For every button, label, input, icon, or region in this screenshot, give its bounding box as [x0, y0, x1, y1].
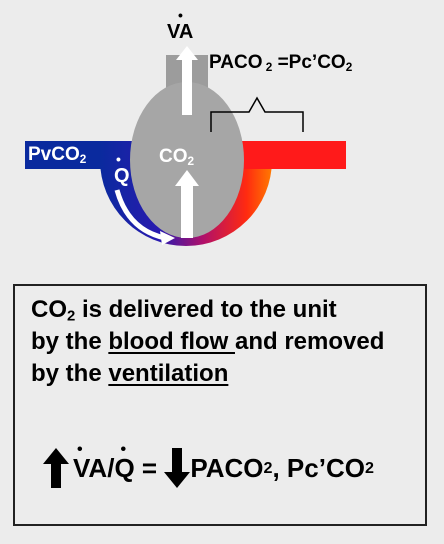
alveolar-unit-diagram [25, 46, 346, 246]
down-arrow-icon [164, 448, 191, 488]
explanation-box: CO2 is delivered to the unit by the bloo… [13, 284, 427, 526]
box-line-3: by the ventilation [31, 360, 229, 387]
pvco2-label: PvCO2 [28, 144, 87, 166]
va-dot: • [178, 7, 183, 23]
equality-label: PACO 2 =Pc’CO2 [209, 52, 353, 74]
up-arrow-icon [43, 448, 69, 488]
q-dot: • [116, 151, 121, 167]
ventilation-arrow [176, 46, 198, 115]
equality-bracket [210, 96, 304, 132]
co2-diffusion-arrow [175, 170, 199, 238]
box-line-2: by the blood flow and removed [31, 328, 385, 355]
box-line-1: CO2 is delivered to the unit [31, 296, 337, 325]
alveolus [130, 82, 244, 238]
alveolar-co2-label: CO2 [159, 146, 195, 168]
blood-flow-arrow [114, 189, 166, 241]
q-label: Q [114, 165, 130, 187]
va-label: VA [167, 21, 194, 43]
